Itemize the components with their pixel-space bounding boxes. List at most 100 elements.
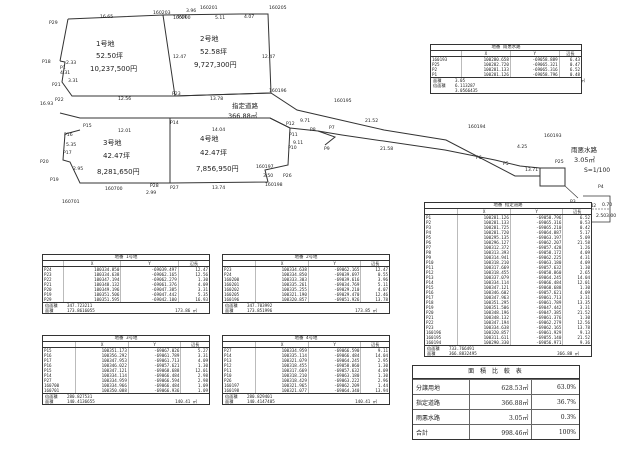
table-cell: 5.27 bbox=[197, 348, 208, 353]
table-cell: -69066.484 bbox=[308, 353, 362, 358]
table-cell: P14 bbox=[43, 373, 77, 378]
table-cell: 5.09 bbox=[579, 235, 590, 240]
table-cell: P6 bbox=[425, 240, 459, 245]
table-cell: 160197 bbox=[223, 383, 257, 388]
table-cell: 100281.133 bbox=[461, 67, 511, 72]
table-row: 分譲用地 628.53㎡ 63.0% bbox=[413, 379, 579, 395]
row-label: 指定道路 bbox=[413, 394, 470, 410]
table-cell: -69061.789 bbox=[128, 353, 182, 358]
table-cell: 100334.638 bbox=[255, 266, 309, 272]
table-row: 指定道路 366.88㎡ 36.7% bbox=[413, 394, 579, 410]
footer-cell: 面積 bbox=[427, 351, 436, 356]
label-p27: P27 bbox=[170, 185, 179, 191]
label-160197: 160197 bbox=[256, 164, 274, 170]
table-cell: 100347.194 bbox=[63, 277, 122, 282]
table-cell: 160202 bbox=[223, 287, 257, 292]
table-cell: 1.30 bbox=[377, 373, 388, 378]
table-cell: -69047.385 bbox=[510, 310, 564, 315]
table-cell: -69057.621 bbox=[128, 363, 182, 368]
table-cell: 3.31 bbox=[579, 295, 590, 300]
table-cell: 6.52 bbox=[579, 215, 590, 220]
table-cell: 3.31 bbox=[579, 305, 590, 310]
table-cell: P15 bbox=[43, 347, 77, 353]
road-north-edge bbox=[72, 92, 540, 177]
table-header-row: X Y 辺長 bbox=[425, 209, 591, 215]
table-cell: P3 bbox=[425, 225, 459, 230]
table-cell: -69066.936 bbox=[128, 388, 182, 393]
table-cell: 100318.455 bbox=[255, 363, 309, 368]
table-cell: -69062.279 bbox=[120, 277, 179, 282]
table-cell: P25 bbox=[431, 62, 463, 67]
header-cell: Y bbox=[128, 342, 182, 348]
table-cell: 1.44 bbox=[377, 383, 388, 388]
table-cell: P15 bbox=[43, 368, 77, 373]
table-header-row: X Y 辺長 bbox=[431, 51, 581, 57]
footer-cell: 366.8832495 bbox=[449, 351, 477, 356]
table-cell: -69064.245 bbox=[308, 358, 362, 363]
table-cell: P23 bbox=[223, 266, 257, 272]
table-cell: 16.93 bbox=[195, 297, 208, 302]
footer-line: 3.0566435 bbox=[433, 88, 579, 93]
label-p4: P4 bbox=[598, 184, 604, 190]
table-cell: -69058.172 bbox=[510, 250, 564, 255]
drain-outline bbox=[539, 167, 566, 187]
road-area: 366.88㎡ bbox=[228, 111, 258, 120]
footer-cell: 280.827531 bbox=[67, 394, 93, 399]
table-cell: -69061.713 bbox=[510, 295, 564, 300]
footer-cell: 280.829401 bbox=[247, 394, 273, 399]
table-cell: 100320.857 bbox=[255, 297, 309, 302]
footer-cell: 173.851996 bbox=[247, 308, 273, 313]
table-cell: 12.56 bbox=[577, 320, 590, 325]
table-cell: -69065.321 bbox=[510, 62, 560, 67]
table-cell: 100280.658 bbox=[461, 56, 511, 62]
label-p7: P7 bbox=[329, 125, 335, 131]
table-cell: -69042.100 bbox=[120, 297, 179, 302]
table-cell: 100351.595 bbox=[63, 297, 122, 302]
table-cell: -69062.207 bbox=[510, 240, 564, 245]
table-cell: 12.56 bbox=[195, 272, 208, 277]
label-p25: P25 bbox=[555, 159, 564, 165]
table-cell: 160195 bbox=[425, 335, 459, 340]
label-p9: P9 bbox=[324, 146, 330, 152]
table-cell: P22 bbox=[43, 277, 64, 282]
dim-3: 5.11 bbox=[215, 15, 225, 21]
table-cell: -69062.225 bbox=[510, 255, 564, 260]
table-cell: -69063.197 bbox=[510, 235, 564, 240]
table-cell: 12.47 bbox=[195, 267, 208, 272]
table-cell: 100281.725 bbox=[457, 225, 511, 230]
header-cell: X bbox=[63, 261, 122, 267]
table-cell: P26 bbox=[223, 378, 257, 383]
table-cell: 100350.088 bbox=[75, 388, 129, 393]
label-p20: P20 bbox=[40, 159, 49, 165]
table-cell: 160196 bbox=[223, 297, 257, 302]
table-cell: 100348.196 bbox=[457, 310, 511, 315]
table-cell: P21 bbox=[425, 315, 459, 320]
table-cell: 2.98 bbox=[197, 373, 208, 378]
table-cell: P5 bbox=[425, 235, 459, 240]
